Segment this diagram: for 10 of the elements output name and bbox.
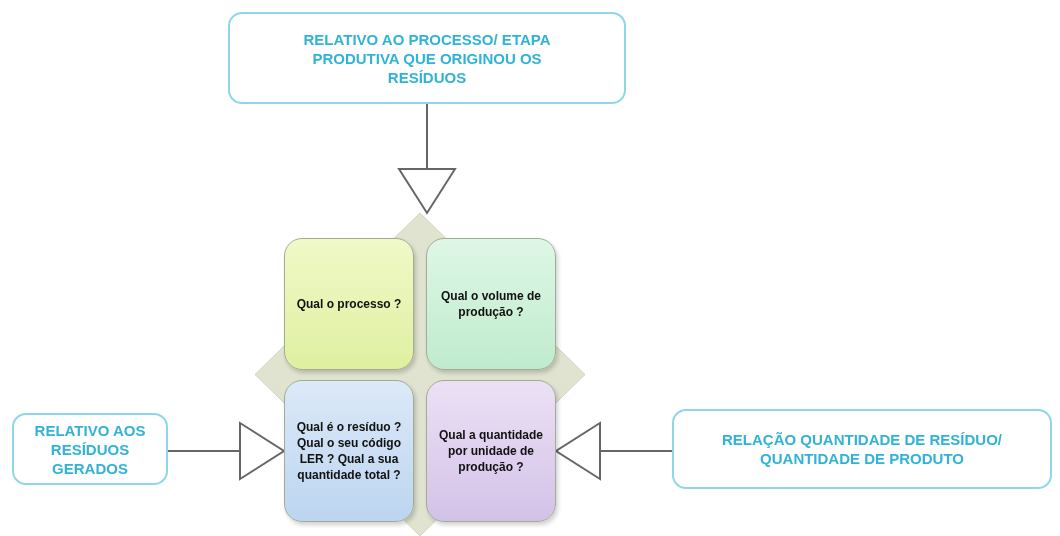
question-card: Qual o processo ? <box>284 238 414 370</box>
label-box: RELAÇÃO QUANTIDADE DE RESÍDUO/ QUANTIDADE DE PRODUTO <box>672 409 1052 489</box>
question-card: Qual a quantidade por unidade de produção ? <box>426 380 556 522</box>
arrow <box>555 422 673 480</box>
arrow <box>398 103 456 214</box>
question-card: Qual o volume de produção ? <box>426 238 556 370</box>
label-box: RELATIVO AO PROCESSO/ ETAPA PRODUTIVA QUE ORIGINOU OS RESÍDUOS <box>228 12 626 104</box>
question-card: Qual é o resíduo ? Qual o seu código LER ? Qual a sua quantidade total ? <box>284 380 414 522</box>
label-box: RELATIVO AOS RESÍDUOS GERADOS <box>12 413 168 485</box>
arrow <box>167 422 285 480</box>
